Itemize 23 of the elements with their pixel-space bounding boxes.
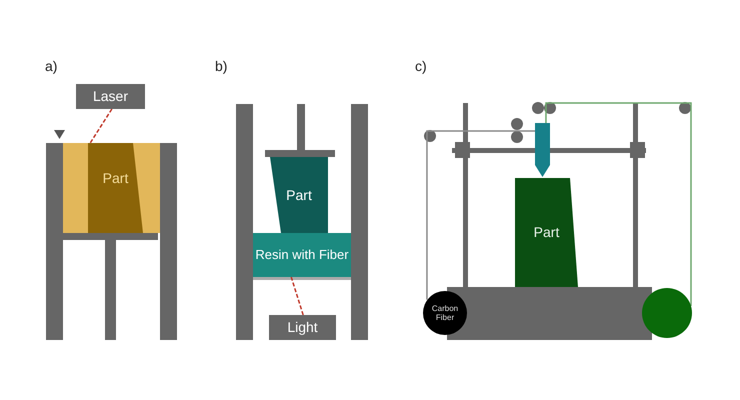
node-label: Part	[102, 170, 128, 186]
node-label: Part	[534, 224, 560, 241]
fiber-line	[545, 102, 692, 306]
node-label: Resin with Fiber	[255, 248, 349, 262]
resin-vat	[253, 233, 351, 277]
node-label: Laser	[92, 88, 128, 105]
laser-box	[76, 84, 145, 109]
spool-circle	[423, 291, 467, 335]
node-label: Carbon Fiber	[430, 304, 460, 322]
node-label: Part	[286, 186, 312, 204]
panel-label: b)	[215, 58, 228, 74]
panel-label: c)	[415, 58, 427, 74]
light-box	[269, 315, 336, 340]
part-shape	[88, 143, 143, 233]
part-shape	[515, 178, 578, 287]
part-shape	[270, 157, 328, 233]
light-beam	[290, 276, 304, 316]
node-label: Light	[287, 319, 318, 336]
nozzle-shape	[535, 123, 550, 177]
light-beam	[90, 108, 113, 144]
spool-circle	[642, 288, 692, 338]
panel-label: a)	[45, 58, 58, 74]
fiber-line	[426, 130, 536, 300]
